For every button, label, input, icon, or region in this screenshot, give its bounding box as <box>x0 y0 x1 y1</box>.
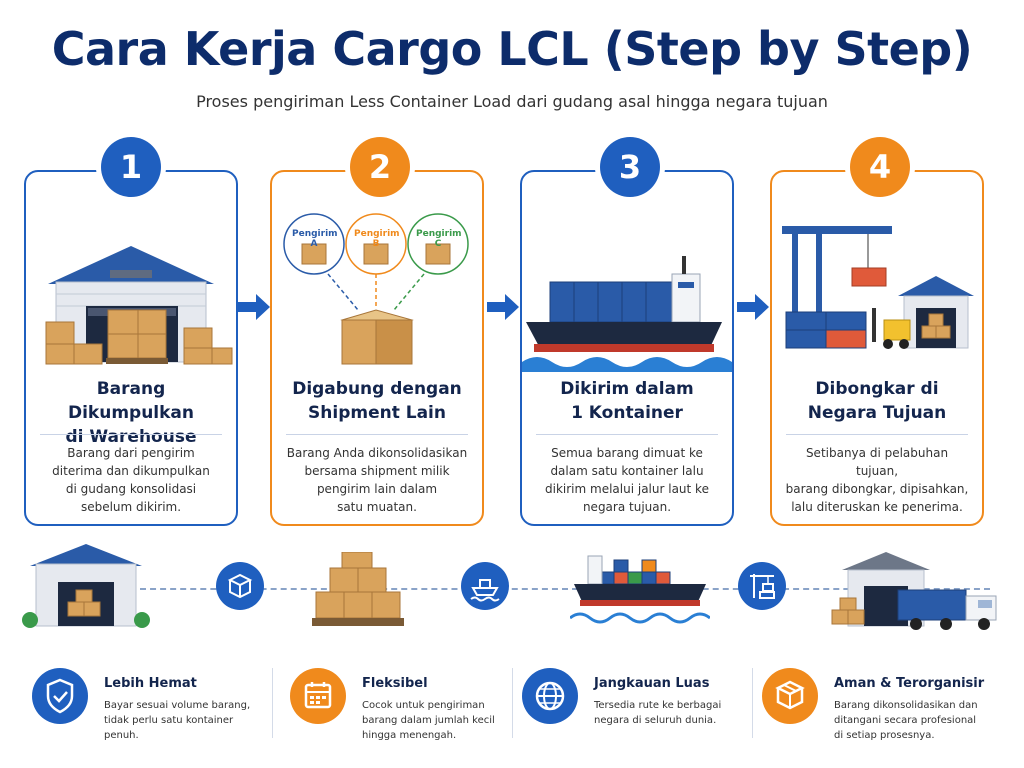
benefit-hemat: Lebih Hemat Bayar sesuai volume barang, … <box>32 668 262 748</box>
step-2-title-line1: Digabung dengan <box>292 379 462 399</box>
step-2-badge: 2 <box>350 137 410 197</box>
step-4-desc-line: barang dibongkar, dipisahkan, <box>785 482 969 496</box>
step-3-card: Dikirim dalam 1 Kontainer Semua barang d… <box>520 170 734 526</box>
divider <box>536 434 718 435</box>
ship-icon <box>461 562 509 610</box>
benefit-desc-line: Barang dikonsolidasikan dan <box>834 700 978 711</box>
step-1-title-line2: di Warehouse <box>65 427 197 447</box>
arrow-right-icon <box>238 294 270 320</box>
divider <box>40 434 222 435</box>
step-1-badge: 1 <box>101 137 161 197</box>
step-1-title-line1: Barang Dikumpulkan <box>67 379 195 423</box>
benefit-desc-line: Bayar sesuai volume barang, <box>104 700 251 711</box>
step-3-desc-line: Semua barang dimuat ke <box>551 446 703 460</box>
benefit-description: Cocok untuk pengiriman barang dalam juml… <box>362 698 522 743</box>
container-ship-icon <box>570 555 710 624</box>
benefit-desc-line: Cocok untuk pengiriman <box>362 700 485 711</box>
box-3d-icon <box>216 562 264 610</box>
divider <box>752 668 753 738</box>
benefit-desc-line: barang dalam jumlah kecil <box>362 715 495 726</box>
divider <box>786 434 968 435</box>
arrow-right-icon <box>487 294 519 320</box>
step-1-desc-line: di gudang konsolidasi <box>65 482 197 496</box>
package-icon <box>762 668 818 724</box>
benefit-description: Bayar sesuai volume barang, tidak perlu … <box>104 698 264 743</box>
benefit-title: Fleksibel <box>362 676 428 691</box>
calendar-icon <box>290 668 346 724</box>
page-subtitle: Proses pengiriman Less Container Load da… <box>196 92 828 111</box>
warehouse-illustration <box>45 246 233 365</box>
benefit-description: Tersedia rute ke berbagai negara di selu… <box>594 698 754 728</box>
benefit-description: Barang dikonsolidasikan dan ditangani se… <box>834 698 994 743</box>
step-1-desc-line: sebelum dikirim. <box>80 500 182 514</box>
step-4-title-line2: Negara Tujuan <box>807 403 947 423</box>
sender-a-label: Pengirim A <box>292 229 338 249</box>
warehouse-truck-icon <box>831 552 997 630</box>
pallet-boxes-icon <box>312 552 404 626</box>
warehouse-icon <box>22 544 150 628</box>
divider <box>512 668 513 738</box>
step-4-description: Setibanya di pelabuhan tujuan, barang di… <box>784 444 970 516</box>
step-3-title-line2: 1 Kontainer <box>571 403 683 423</box>
benefit-title: Jangkauan Luas <box>594 676 710 691</box>
step-4-desc-line: Setibanya di pelabuhan tujuan, <box>805 446 949 478</box>
benefit-desc-line: ditangani secara profesional <box>834 715 977 726</box>
page-title: Cara Kerja Cargo LCL (Step by Step) <box>51 22 973 76</box>
benefit-jangkauan: Jangkauan Luas Tersedia rute ke berbagai… <box>522 668 752 748</box>
arrow-right-icon <box>737 294 769 320</box>
step-3-desc-line: negara tujuan. <box>582 500 672 514</box>
step-2-desc-line: satu muatan. <box>337 500 417 514</box>
step-1-card: Barang Dikumpulkan di Warehouse Barang d… <box>24 170 238 526</box>
divider <box>272 668 273 738</box>
benefit-aman: Aman & Terorganisir Barang dikonsolidasi… <box>762 668 992 748</box>
globe-icon <box>522 668 578 724</box>
benefit-title: Aman & Terorganisir <box>834 676 985 691</box>
step-4-desc-line: lalu diteruskan ke penerima. <box>791 500 963 514</box>
shield-check-icon <box>32 668 88 724</box>
port-unloading-illustration <box>782 226 974 349</box>
step-4-badge: 4 <box>850 137 910 197</box>
benefit-title: Lebih Hemat <box>104 676 197 691</box>
step-3-description: Semua barang dimuat ke dalam satu kontai… <box>534 444 720 516</box>
step-1-desc-line: Barang dari pengirim <box>67 446 195 460</box>
divider <box>286 434 468 435</box>
crane-icon <box>738 562 786 610</box>
step-2-description: Barang Anda dikonsolidasikan bersama shi… <box>284 444 470 516</box>
step-2-card: Pengirim A Pengirim B Pengirim C Digabun… <box>270 170 484 526</box>
step-3-badge: 3 <box>600 137 660 197</box>
sender-b-label: Pengirim B <box>354 229 400 249</box>
step-4-title-line1: Dibongkar di <box>815 379 939 399</box>
step-4-card: Dibongkar di Negara Tujuan Setibanya di … <box>770 170 984 526</box>
benefit-fleksibel: Fleksibel Cocok untuk pengiriman barang … <box>290 668 520 748</box>
benefit-desc-line: Tersedia rute ke berbagai <box>594 700 722 711</box>
step-2-desc-line: Barang Anda dikonsolidasikan <box>286 446 468 460</box>
step-1-description: Barang dari pengirim diterima dan dikump… <box>38 444 224 516</box>
step-3-desc-line: dikirim melalui jalur laut ke <box>545 482 709 496</box>
step-2-desc-line: bersama shipment milik <box>304 464 450 478</box>
benefit-desc-line: di setiap prosesnya. <box>834 730 935 741</box>
step-3-desc-line: dalam satu kontainer lalu <box>550 464 704 478</box>
step-1-desc-line: diterima dan dikumpulkan <box>52 464 210 478</box>
benefit-desc-line: hingga menengah. <box>362 730 457 741</box>
cargo-ship-illustration <box>522 256 732 372</box>
consolidation-illustration <box>283 213 469 365</box>
step-3-title-line1: Dikirim dalam <box>560 379 694 399</box>
benefit-desc-line: negara di seluruh dunia. <box>594 715 717 726</box>
sender-c-label: Pengirim C <box>416 229 462 249</box>
dashed-flow-line <box>140 588 990 590</box>
step-2-desc-line: pengirim lain dalam <box>316 482 438 496</box>
benefit-desc-line: tidak perlu satu kontainer penuh. <box>104 715 234 741</box>
step-2-title-line2: Shipment Lain <box>308 403 446 423</box>
